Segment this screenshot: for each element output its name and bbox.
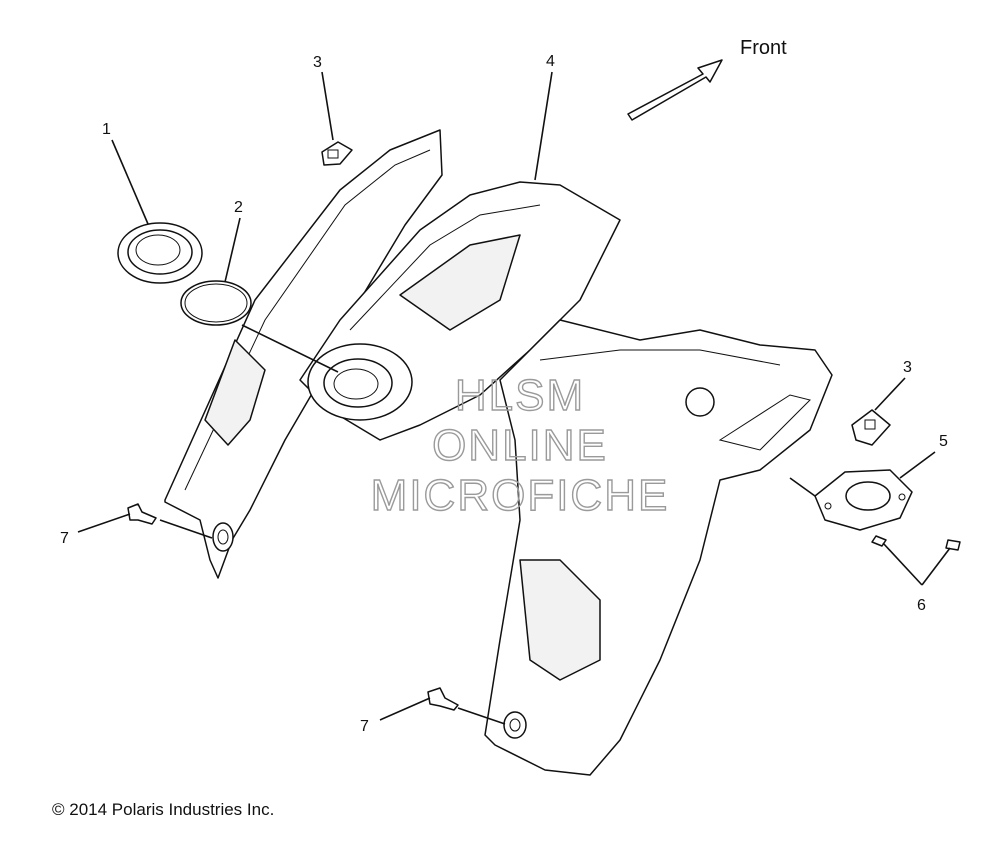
callout-7-left: 7 (60, 530, 69, 547)
left-side-panel (164, 129, 443, 579)
callout-3-right: 3 (903, 359, 912, 376)
callout-4: 4 (546, 53, 555, 70)
part-2-o-ring (180, 280, 252, 326)
part-7-rivet-left (127, 503, 157, 525)
right-body-panel (484, 319, 833, 776)
watermark: HLSM ONLINE MICROFICHE (370, 370, 670, 520)
leader-lines (77, 71, 951, 725)
watermark-line-2: ONLINE (432, 421, 608, 470)
callout-7-lower: 7 (360, 718, 369, 735)
part-1-cap-ring (117, 222, 203, 284)
front-label: Front (740, 37, 787, 59)
part-5-cover-plate (814, 469, 913, 531)
part-6-screws (871, 535, 961, 551)
callout-3-upper: 3 (313, 54, 322, 71)
callout-5: 5 (939, 433, 948, 450)
center-console (299, 181, 621, 441)
watermark-line-3: MICROFICHE (371, 471, 670, 520)
part-3-clip-upper (321, 141, 353, 166)
part-3-clip-right (851, 409, 891, 446)
part-7-rivet-lower (427, 687, 459, 711)
watermark-line-1: HLSM (455, 371, 585, 420)
callout-2: 2 (234, 199, 243, 216)
callout-6: 6 (917, 597, 926, 614)
front-arrow (627, 59, 723, 121)
callout-1: 1 (102, 121, 111, 138)
copyright-notice: © 2014 Polaris Industries Inc. (52, 800, 275, 819)
